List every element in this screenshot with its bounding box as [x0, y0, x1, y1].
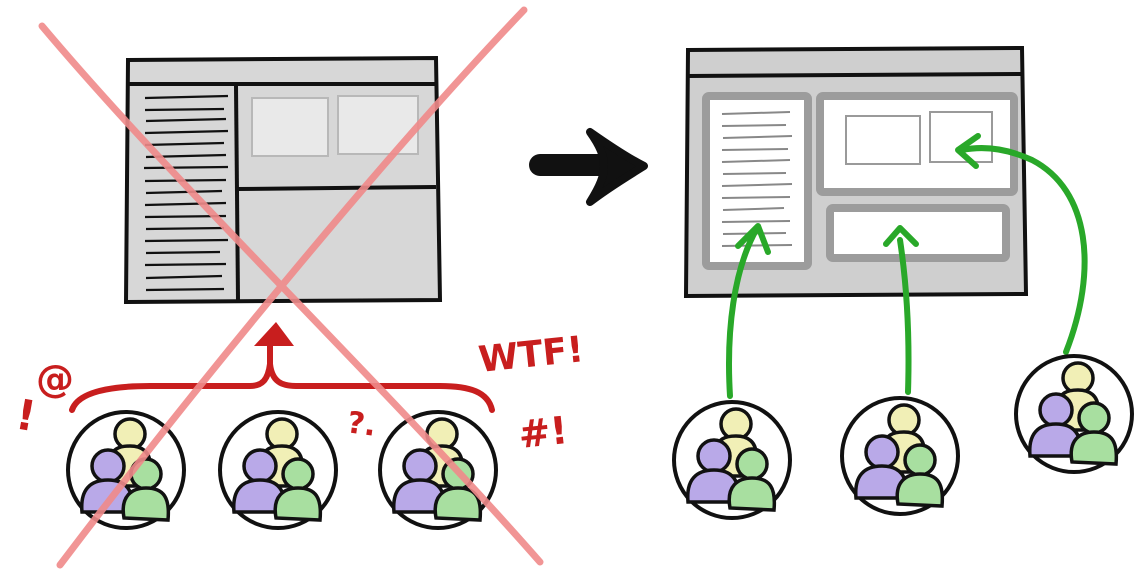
red-arrow-head	[254, 322, 294, 346]
bad-layout-window	[126, 58, 440, 302]
annotation-at: @	[36, 357, 74, 401]
user-group-right-1	[674, 402, 790, 518]
annotation-wtf: WTF!	[477, 329, 586, 381]
user-group-right-2	[842, 398, 958, 514]
user-group-right-3	[1016, 356, 1132, 472]
good-layout-window	[686, 48, 1026, 296]
up-arrow-icon	[72, 345, 492, 410]
right-arrow-icon	[540, 132, 644, 202]
user-group-left-3	[380, 412, 496, 528]
annotation-hash-bang: #!	[516, 408, 570, 457]
user-group-left-2	[220, 412, 336, 528]
annotation-question: ?.	[345, 405, 378, 444]
